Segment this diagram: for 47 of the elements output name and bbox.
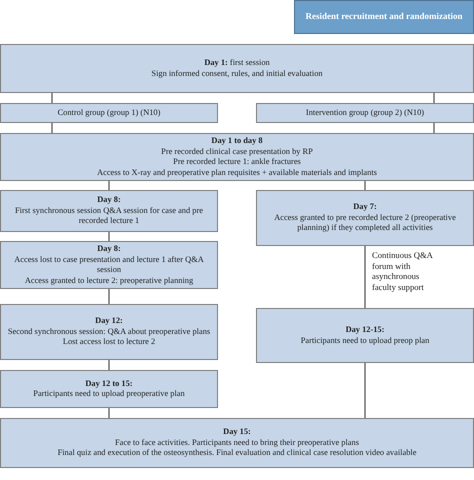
day-heading: Day 8:	[97, 195, 121, 206]
step-text: Intervention group (group 2) (N10)	[306, 108, 424, 118]
process-box	[0, 370, 218, 408]
step-text: Face to face activities. Participants need to bring their preoperative plans	[115, 438, 359, 448]
step-text: Participants need to upload preoperative plan	[33, 389, 185, 400]
process-box	[0, 418, 474, 468]
connector-line	[433, 123, 435, 133]
day-heading: Day 12 to 15:	[85, 378, 133, 389]
process-box	[256, 190, 474, 246]
step-text: Final quiz and execution of the osteosynthesis. Final evaluation and clinical case resolution video available	[58, 448, 416, 459]
header-box	[294, 0, 474, 34]
step-text: First synchronous session Q&A session for case and pre recorded lecture 1	[14, 206, 204, 227]
day-heading: Day 12-15:	[346, 325, 384, 336]
process-box	[0, 133, 474, 181]
process-box	[0, 304, 218, 360]
step-text: Pre recorded lecture 1: ankle fractures	[173, 157, 301, 168]
header-text: Resident recruitment and randomization	[305, 11, 463, 23]
step-text: Day 1: first session	[204, 58, 270, 68]
connector-line	[51, 93, 53, 103]
day-heading: Day 1 to day 8	[211, 136, 263, 146]
step-text: Access granted to lecture 2: preoperative planning	[24, 276, 194, 286]
process-box	[0, 190, 218, 232]
step-text: Second synchronous session: Q&A about preoperative plans	[8, 326, 210, 338]
step-text: Participants need to upload preop plan	[300, 336, 430, 346]
connector-line	[51, 123, 53, 133]
day-heading: Day 7:	[353, 202, 377, 213]
connector-line	[433, 93, 435, 103]
step-text: Access to X-ray and preoperative plan requisites + available materials and implants	[97, 168, 377, 178]
step-text: Access granted to pre recorded lecture 2 (preoperative planning) if they completed all activities	[273, 212, 457, 234]
connector-line	[364, 363, 366, 418]
step-text: Lost access lost to lecture 2	[62, 337, 156, 348]
connector-line	[364, 246, 366, 308]
process-box	[256, 103, 474, 123]
day-heading: Day 15:	[223, 427, 251, 438]
process-box	[0, 241, 218, 289]
day-heading: Day 12:	[95, 316, 123, 327]
step-text: Control group (group 1) (N10)	[58, 108, 160, 118]
connector-line	[108, 360, 110, 370]
step-text: Sign informed consent, rules, and initial evaluation	[151, 68, 323, 79]
step-text: Pre recorded clinical case presentation by RP	[161, 146, 313, 157]
connector-line	[108, 289, 110, 304]
process-box	[0, 103, 218, 123]
step-text: Access lost to case presentation and lecture 1 after Q&A session	[13, 254, 205, 276]
connector-line	[108, 408, 110, 418]
process-box	[256, 308, 474, 363]
day-heading: Day 8:	[97, 244, 121, 254]
process-box	[0, 44, 474, 93]
